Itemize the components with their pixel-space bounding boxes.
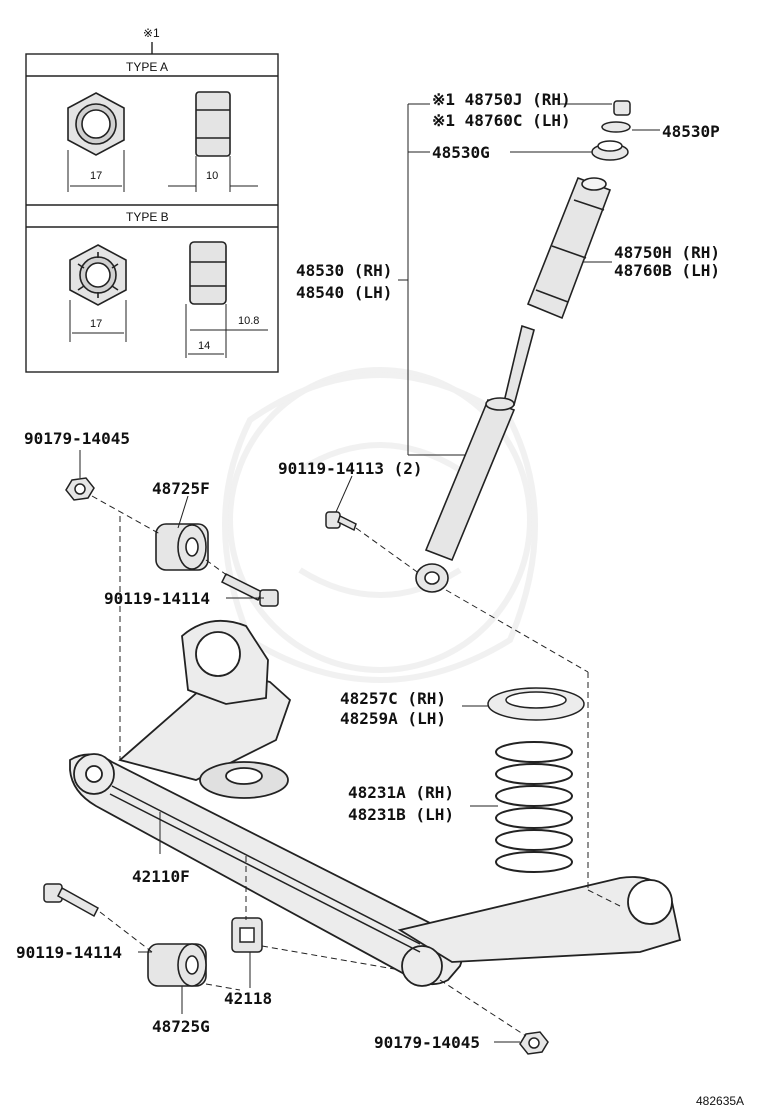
note-marker: ※1 (143, 26, 160, 40)
type-b-nut-top (69, 244, 127, 306)
axle-beam (69, 619, 682, 987)
part-label-42118: 42118 (224, 989, 273, 1008)
type-a-nut-top (67, 92, 125, 156)
part-label-90179-top: 90179-14045 (24, 429, 130, 448)
leader-lines-top (398, 103, 660, 456)
bracket-42118 (231, 917, 263, 953)
nut-14045-top (65, 477, 95, 501)
part-label-90119-upper: 90119-14114 (104, 589, 210, 608)
type-b-height-2: 14 (198, 340, 211, 352)
part-label-48725g: 48725G (152, 1017, 210, 1036)
shock-absorber (415, 324, 535, 593)
part-label-48540: 48540 (LH) (296, 283, 393, 302)
coil-spring (495, 741, 573, 873)
type-b-width: 17 (90, 318, 103, 330)
shock-boot (526, 176, 612, 320)
nut-14045-bottom (519, 1031, 549, 1055)
leader-lines-lower (79, 450, 520, 1043)
type-a-nut-side (195, 91, 231, 157)
part-label-48259a: 48259A (LH) (340, 709, 446, 728)
bushing-48725g (147, 943, 207, 987)
shock-top-parts (591, 100, 631, 161)
type-a-width: 17 (90, 170, 103, 182)
part-label-48231a: 48231A (RH) (348, 783, 454, 802)
part-label-48750j: ※1 48750J (RH) (432, 90, 571, 109)
nut-type-box (25, 42, 279, 373)
part-label-48760b: 48760B (LH) (614, 261, 720, 280)
part-label-48231b: 48231B (LH) (348, 805, 454, 824)
part-label-48530: 48530 (RH) (296, 261, 393, 280)
bolt-14113 (325, 511, 357, 532)
part-label-48760c: ※1 48760C (LH) (432, 111, 571, 130)
bushing-48725f (155, 523, 209, 571)
type-a-dims (67, 150, 258, 192)
part-label-48750h: 48750H (RH) (614, 243, 720, 262)
assembly-lines (91, 495, 621, 1037)
type-b-height-1: 10.8 (238, 315, 260, 327)
part-label-42110f: 42110F (132, 867, 190, 886)
part-label-48530g: 48530G (432, 143, 490, 162)
part-label-48725f: 48725F (152, 479, 210, 498)
spring-seat (487, 687, 585, 721)
type-b-dims (69, 300, 268, 358)
part-label-90179-bottom: 90179-14045 (374, 1033, 480, 1052)
type-b-title: TYPE B (126, 210, 169, 224)
bolt-14114-lower (43, 883, 99, 918)
type-a-height: 10 (206, 170, 219, 182)
part-label-48257c: 48257C (RH) (340, 689, 446, 708)
stabilizer-bar (109, 785, 421, 953)
type-b-nut-side (189, 241, 227, 305)
part-label-90119-lower: 90119-14114 (16, 943, 122, 962)
part-label-90119-14113: 90119-14113 (2) (278, 459, 423, 478)
part-label-48530p: 48530P (662, 122, 720, 141)
type-a-title: TYPE A (126, 60, 169, 74)
diagram-id: 482635A (696, 1094, 745, 1108)
